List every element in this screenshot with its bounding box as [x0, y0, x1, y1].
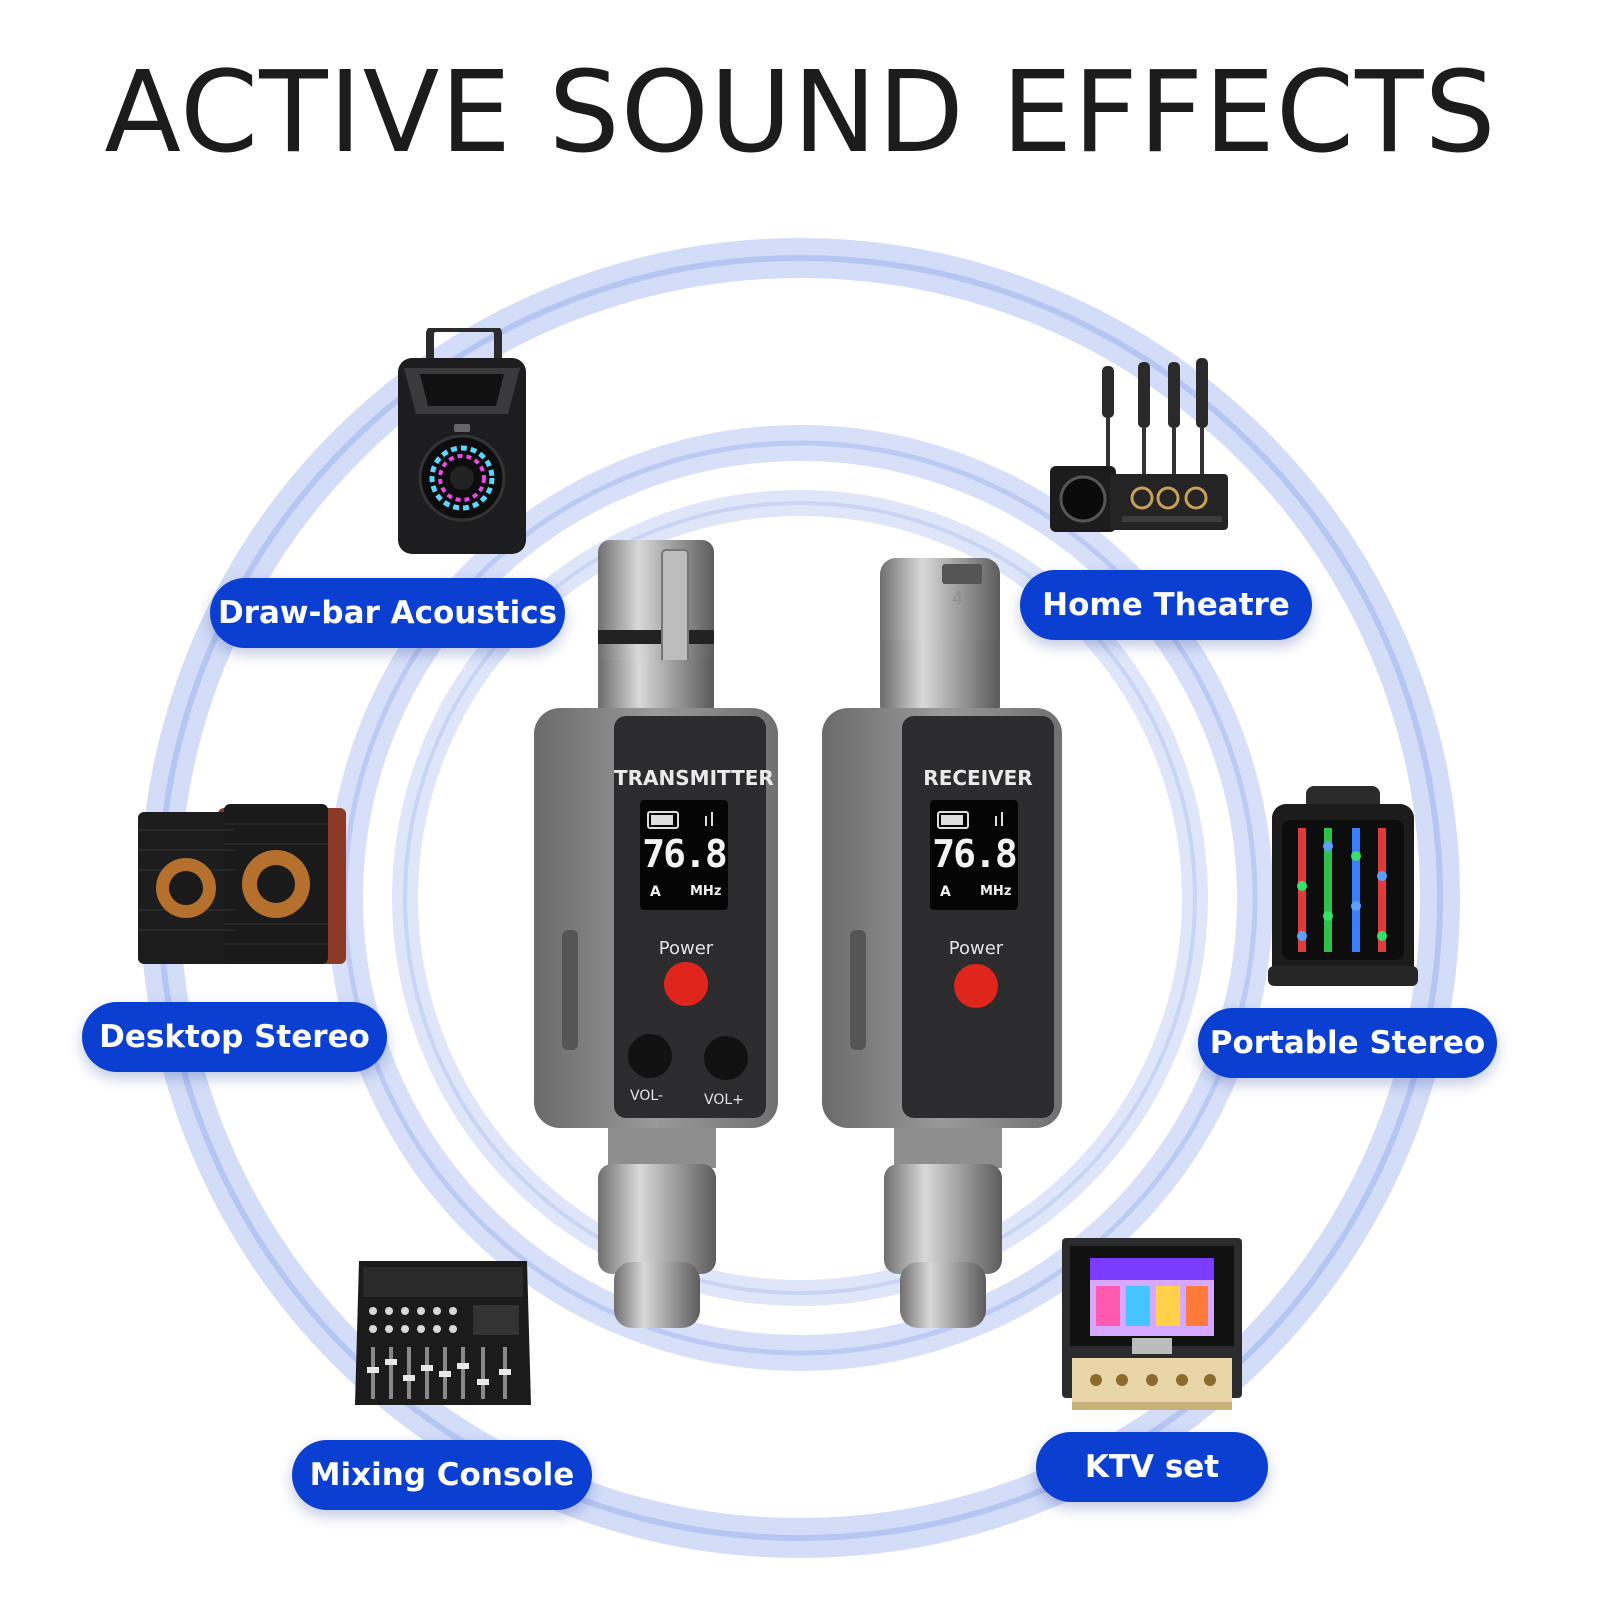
home-theatre-icon	[1050, 356, 1230, 536]
receiver-unit: 4 RECEIVER 76.8 A MHz Power	[822, 540, 1072, 1334]
transmitter-bottom-connector	[598, 1164, 716, 1274]
draw-bar-speaker-icon	[392, 328, 532, 558]
receiver-freq-unit: MHz	[980, 884, 1012, 899]
receiver-channel: A	[940, 884, 951, 900]
category-desktop-stereo: Desktop Stereo	[82, 1002, 387, 1072]
transmitter-power-label: Power	[658, 938, 714, 959]
transmitter-freq-unit: MHz	[690, 884, 722, 899]
receiver-connector-mark: 4	[952, 588, 964, 609]
transmitter-frequency: 76.8	[642, 832, 728, 876]
transmitter-title: TRANSMITTER	[614, 766, 774, 790]
mixing-console-icon	[353, 1255, 533, 1415]
portable-speaker-icon	[1268, 786, 1418, 986]
category-mixing-console: Mixing Console	[292, 1440, 592, 1510]
category-ktv-set: KTV set	[1036, 1432, 1268, 1502]
transmitter-vol-plus-button	[704, 1036, 748, 1080]
transmitter-vol-minus-label: VOL-	[630, 1088, 663, 1104]
transmitter-channel: A	[650, 884, 661, 900]
category-portable-stereo: Portable Stereo	[1198, 1008, 1497, 1078]
receiver-title: RECEIVER	[923, 766, 1033, 790]
transmitter-vol-plus-label: VOL+	[704, 1092, 744, 1108]
receiver-bottom-connector	[884, 1164, 1002, 1274]
desktop-speakers-icon	[138, 800, 353, 968]
category-home-theatre: Home Theatre	[1020, 570, 1312, 640]
receiver-power-label: Power	[948, 938, 1004, 959]
ktv-set-icon	[1062, 1238, 1242, 1414]
category-draw-bar-acoustics: Draw-bar Acoustics	[210, 578, 565, 648]
transmitter-power-button	[664, 962, 708, 1006]
receiver-frequency: 76.8	[932, 832, 1018, 876]
headline: ACTIVE SOUND EFFECTS	[104, 48, 1497, 178]
transmitter-vol-minus-button	[628, 1034, 672, 1078]
transmitter-unit: TRANSMITTER 76.8 A MHz Power VOL- VOL+	[530, 540, 780, 1334]
receiver-power-button	[954, 964, 998, 1008]
